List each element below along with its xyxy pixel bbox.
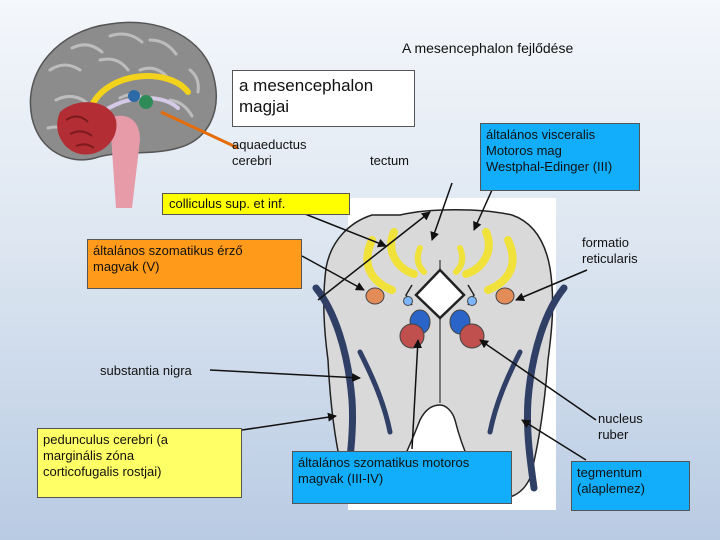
label-szomatikus-motoros-magvak: általános szomatikus motoros magvak (III… xyxy=(292,451,512,504)
label-line: általános szomatikus érző xyxy=(93,243,243,258)
label-line: pedunculus cerebri (a xyxy=(43,432,169,447)
label-line: általános szomatikus motoros xyxy=(298,455,470,470)
label-line: tegmentum xyxy=(577,465,643,480)
label-line: ruber xyxy=(598,427,629,442)
label-tegmentum: tegmentum (alaplemez) xyxy=(571,461,690,511)
label-line: Westphal-Edinger (III) xyxy=(486,159,613,174)
diagram-title: A mesencephalon fejlődése xyxy=(402,40,574,56)
label-aquaeductus-cerebri: aquaeductus cerebri xyxy=(232,137,306,169)
label-text: a mesencephalon magjai xyxy=(239,76,374,116)
label-line: általános visceralis xyxy=(486,127,596,142)
label-line: nucleus xyxy=(598,411,643,426)
label-line: marginális zóna xyxy=(43,448,135,463)
label-mesencephalon-magjai: a mesencephalon magjai xyxy=(232,70,415,127)
label-altalanos-visceralis: általános visceralis Motoros mag Westpha… xyxy=(480,123,640,191)
label-nucleus-ruber: nucleus ruber xyxy=(598,411,643,443)
label-line: formatio xyxy=(582,235,629,250)
label-line: Motoros mag xyxy=(486,143,562,158)
label-colliculus: colliculus sup. et inf. xyxy=(162,193,350,215)
label-formatio-reticularis: formatio reticularis xyxy=(582,235,638,267)
label-line: magvak (V) xyxy=(93,259,160,274)
label-text: colliculus sup. et inf. xyxy=(169,196,286,211)
label-line: aquaeductus xyxy=(232,137,307,152)
label-line: (alaplemez) xyxy=(577,481,645,496)
label-tectum: tectum xyxy=(370,153,410,168)
label-szomatikus-erzo-magvak: általános szomatikus érző magvak (V) xyxy=(87,239,302,289)
label-pedunculus-cerebri: pedunculus cerebri (a marginális zóna co… xyxy=(37,428,242,498)
label-line: cerebri xyxy=(232,153,272,168)
label-line: corticofugalis rostjai) xyxy=(43,464,162,479)
label-line: reticularis xyxy=(582,251,638,266)
pointer-arrows xyxy=(209,182,597,461)
label-substantia-nigra: substantia nigra xyxy=(100,363,192,378)
brain-illustration xyxy=(29,21,239,208)
label-line: magvak (III-IV) xyxy=(298,471,384,486)
